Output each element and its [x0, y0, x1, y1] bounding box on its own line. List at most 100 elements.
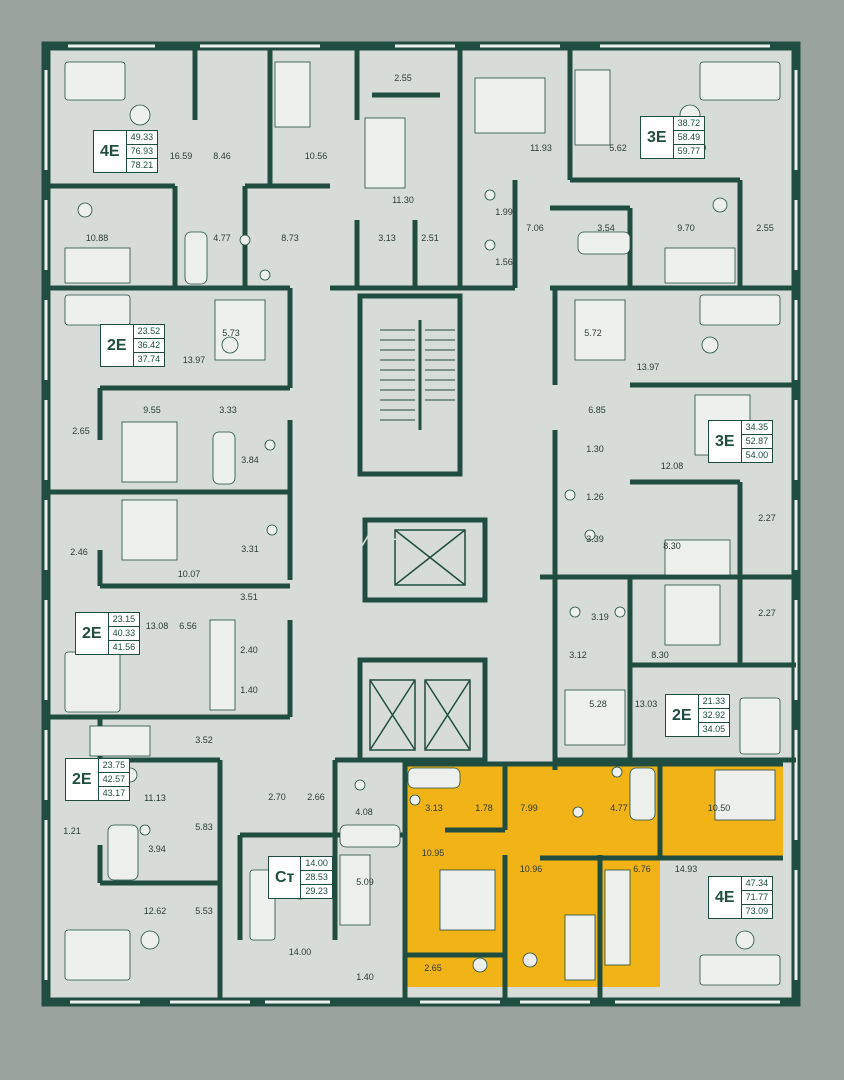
room-area-label: 3.13: [378, 233, 396, 243]
room-area-label: 1.78: [475, 803, 493, 813]
bathtub-icon: [339, 824, 401, 848]
apartment-type: 2E: [107, 336, 127, 354]
sofa-icon: [64, 651, 121, 713]
apartment-area-value: 42.57: [98, 773, 130, 787]
toilet-icon: [409, 794, 421, 806]
room-area-label: 4.77: [213, 233, 231, 243]
room-area-label: 10.07: [177, 569, 201, 579]
room-area-label: 3.12: [569, 650, 587, 660]
apartment-area-value: 58.49: [673, 131, 705, 145]
bathtub-icon: [629, 767, 656, 821]
apartment-area-value: 38.72: [673, 117, 705, 131]
room-area-label: 10.95: [421, 848, 445, 858]
room-area-label: 3.54: [597, 223, 615, 233]
bathtub-icon: [184, 231, 208, 285]
room-area-label: 13.97: [636, 362, 660, 372]
room-area-label: 5.73: [222, 328, 240, 338]
apartment-type: Ст: [275, 868, 295, 886]
sofa-icon: [64, 294, 131, 326]
stove-icon: [604, 869, 631, 966]
room-area-label: 10.56: [304, 151, 328, 161]
apartment-area-value: 78.21: [130, 160, 154, 170]
chair: [472, 957, 488, 973]
washbasin-icon: [484, 239, 496, 251]
room-area-label: 8.46: [213, 151, 231, 161]
room-area-label: 10.88: [85, 233, 109, 243]
bathtub-icon: [407, 767, 461, 789]
bathtub-icon: [577, 231, 631, 255]
watermark: ЦИАН: [345, 530, 401, 550]
sofa-icon: [64, 61, 126, 101]
apartment-area-value: 34.35: [741, 421, 773, 435]
toilet-icon: [139, 824, 151, 836]
washbasin-icon: [584, 529, 596, 541]
bed-icon: [274, 61, 311, 128]
room-area-label: 6.56: [179, 621, 197, 631]
toilet-icon: [572, 806, 584, 818]
room-area-label: 2.55: [394, 73, 412, 83]
apartment-type: 2E: [72, 770, 92, 788]
toilet-icon: [239, 234, 251, 246]
elevator-icon: [369, 529, 471, 751]
sofa-icon: [739, 697, 781, 755]
apartment-area-value: 14.00: [301, 857, 332, 871]
room-area-label: 5.83: [195, 822, 213, 832]
room-area-label: 1.40: [356, 972, 374, 982]
apartment-area-value: 59.77: [677, 146, 701, 156]
bed-icon: [89, 725, 151, 757]
room-area-label: 4.77: [610, 803, 628, 813]
room-area-label: 3.52: [195, 735, 213, 745]
room-area-label: 1.21: [63, 826, 81, 836]
room-area-label: 14.00: [288, 947, 312, 957]
table: [140, 930, 160, 950]
room-area-label: 1.99: [495, 207, 513, 217]
room-area-label: 5.72: [584, 328, 602, 338]
room-area-label: 1.40: [240, 685, 258, 695]
room-area-label: 13.03: [634, 699, 658, 709]
stove-icon: [574, 69, 611, 146]
table: [221, 336, 239, 354]
bed-icon: [474, 77, 546, 134]
washbasin-icon: [266, 524, 278, 536]
apartment-area-value: 29.23: [305, 886, 328, 896]
toilet-icon: [354, 779, 366, 791]
room-area-label: 10.96: [519, 864, 543, 874]
sofa-icon: [64, 929, 131, 981]
stair-icon: [380, 320, 455, 430]
apartment-area-value: 23.75: [98, 759, 130, 773]
apartment-type: 3E: [647, 128, 667, 146]
toilet-icon: [264, 439, 276, 451]
apartment-area-value: 32.92: [698, 709, 730, 723]
room-area-label: 13.08: [145, 621, 169, 631]
room-area-label: 11.93: [530, 143, 552, 153]
room-area-label: 2.46: [70, 547, 88, 557]
room-area-label: 3.51: [240, 592, 258, 602]
apartment-area-value: 71.77: [741, 891, 773, 905]
room-area-label: 2.65: [72, 426, 90, 436]
chair: [712, 197, 728, 213]
apartment-area-value: 36.42: [133, 339, 165, 353]
table: [701, 336, 719, 354]
bed-icon: [564, 914, 596, 981]
apartment-area-value: 40.33: [108, 627, 140, 641]
room-area-label: 14.93: [674, 864, 698, 874]
stove-icon: [564, 689, 626, 746]
bed-icon: [664, 539, 731, 576]
room-area-label: 4.08: [355, 807, 373, 817]
room-area-label: 11.30: [392, 195, 414, 205]
